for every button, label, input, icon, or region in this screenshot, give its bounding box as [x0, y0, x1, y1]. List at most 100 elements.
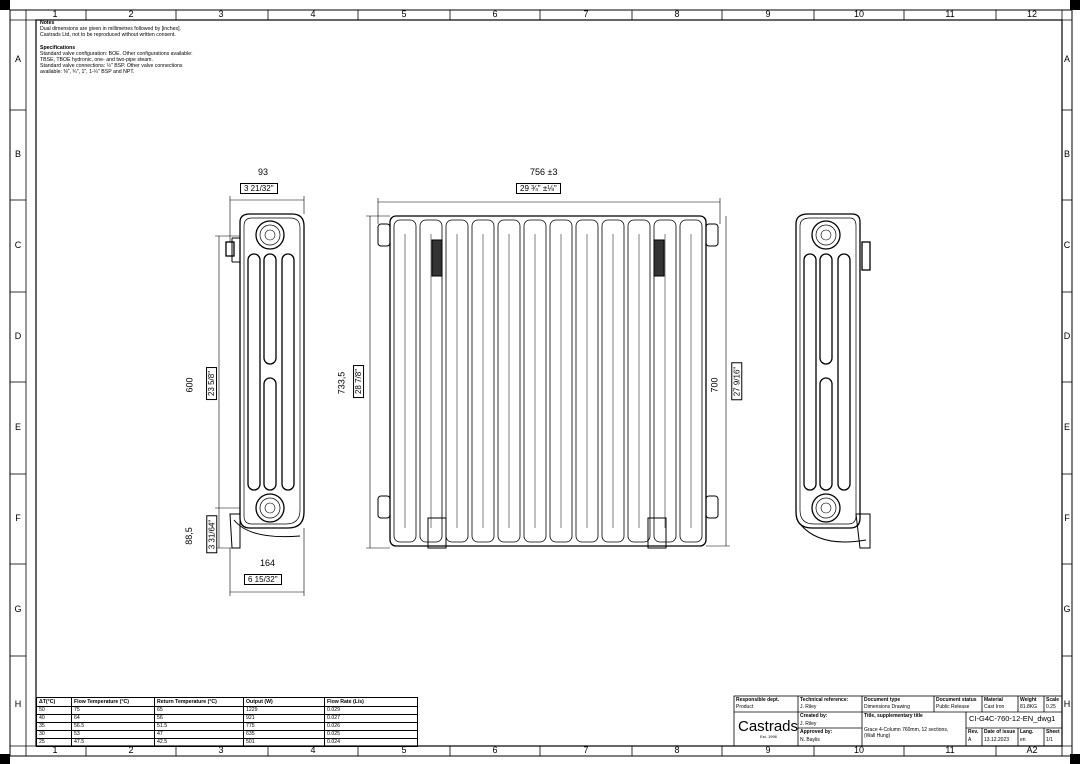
rev: A	[968, 737, 972, 743]
table-cell: 50	[36, 706, 72, 715]
radiator-section	[497, 219, 521, 543]
zone-column-label: 11	[945, 745, 955, 755]
spec-line: TBSE, TBOE hydronic, one- and two-pipe s…	[40, 57, 153, 64]
date-label: Date of issue	[984, 729, 1016, 735]
bottom-offset-in: 3 31/64"	[206, 515, 218, 554]
drawing-number: CI-G4C-760-12-EN_dwg1	[969, 714, 1056, 723]
front-view	[377, 215, 719, 549]
title-line1: Grace 4-Column 760mm, 12 sections,	[864, 727, 949, 733]
table-cell: 47	[154, 730, 244, 739]
spec-line: Standard valve connections: ½" BSP. Othe…	[40, 63, 183, 70]
doc-type-label: Document type	[864, 697, 901, 703]
weight-label: Weight	[1020, 697, 1037, 703]
zone-column-label: 5	[401, 9, 407, 19]
spec-line: Standard valve configuration: BOE. Other…	[40, 50, 193, 57]
doc-type: Dimensions Drawing	[864, 704, 910, 710]
table-cell: 47.5	[71, 738, 155, 747]
zone-column-label: 6	[492, 9, 498, 19]
table-cell: 30	[36, 730, 72, 739]
zone-row-label: D	[1063, 331, 1071, 341]
scale-label: Scale	[1046, 697, 1060, 703]
radiator-section	[445, 219, 469, 543]
notes-line: Castrads Ltd, not to be reproduced witho…	[40, 32, 176, 39]
responsible-dept-label: Responsible dept.	[736, 697, 780, 703]
zone-row-label: B	[14, 149, 21, 159]
zone-column-label: 2	[128, 745, 134, 755]
responsible-dept: Product	[736, 704, 754, 710]
created-by-label: Created by:	[800, 713, 828, 719]
radiator-section	[679, 219, 703, 543]
zone-column-label: 9	[765, 9, 771, 19]
table-cell: 56	[154, 714, 244, 723]
side-width-mm: 164	[260, 558, 276, 568]
zone-row-label: A	[14, 54, 21, 64]
technical-ref: J. Riley	[800, 704, 817, 710]
table-cell: 0.026	[324, 722, 418, 731]
title-label: Title, supplementary title	[864, 713, 923, 719]
zone-column-label: 8	[674, 745, 680, 755]
table-cell: 65	[154, 706, 244, 715]
zone-column-label: 2	[128, 9, 134, 19]
header-delta-t: ΔT(°C)	[36, 697, 72, 707]
castrads-est: Est. 1996	[760, 734, 777, 739]
table-cell: 53	[71, 730, 155, 739]
scale: 0.25	[1046, 704, 1056, 710]
table-cell: 921	[243, 714, 325, 723]
zone-column-label: 5	[401, 745, 407, 755]
table-cell: 501	[243, 738, 325, 747]
radiator-section	[575, 219, 599, 543]
zone-row-label: C	[14, 240, 22, 250]
approved-by-label: Approved by:	[800, 729, 833, 735]
zone-row-label: A	[1063, 54, 1070, 64]
header-return-temp: Return Temperature (°C)	[154, 697, 244, 707]
front-width-in: 29 ¾" ±⅛"	[516, 183, 561, 194]
performance-table: ΔT(°C) Flow Temperature (°C) Return Temp…	[36, 697, 418, 747]
front-total-height-in: 28 7/8"	[353, 364, 365, 399]
table-header-row: ΔT(°C) Flow Temperature (°C) Return Temp…	[36, 697, 418, 707]
zone-row-label: G	[14, 604, 22, 614]
approved-by: N. Baylis	[800, 737, 820, 743]
created-by: J. Riley	[800, 721, 817, 727]
sheet: 1/1	[1046, 737, 1053, 743]
zone-row-label: F	[15, 513, 21, 523]
zone-column-label: 3	[218, 9, 224, 19]
lang: en	[1020, 737, 1026, 743]
front-section-height-mm: 700	[709, 377, 720, 393]
zone-column-label: 7	[583, 9, 589, 19]
zone-column-label: 7	[583, 745, 589, 755]
zone-row-label: E	[14, 422, 21, 432]
radiator-section	[549, 219, 573, 543]
header-flow-rate: Flow Rate (L/s)	[324, 697, 418, 707]
zone-column-label: 9	[765, 745, 771, 755]
table-cell: 0.024	[324, 738, 418, 747]
front-section-height-in: 27 9/16"	[731, 362, 743, 401]
zone-column-label: 4	[310, 9, 316, 19]
radiator-section	[627, 219, 651, 543]
title-line2: (Wall Hung)	[864, 733, 891, 739]
table-cell: 42.5	[154, 738, 244, 747]
zone-column-label: 10	[853, 745, 864, 755]
zone-column-label: 11	[945, 9, 955, 19]
notes-block: Notes Dual dimensions are given in milli…	[40, 20, 240, 76]
side-view-right	[795, 213, 871, 549]
front-total-height-mm: 733,5	[336, 371, 347, 395]
table-cell: 35	[36, 722, 72, 731]
sheet-label: Sheet	[1046, 729, 1060, 735]
side-view-left	[225, 213, 305, 549]
castrads-logo: Castrads	[738, 718, 799, 735]
table-cell: 0.029	[324, 706, 418, 715]
doc-status: Public Release	[936, 704, 970, 710]
table-cell: 775	[243, 722, 325, 731]
lang-label: Lang.	[1020, 729, 1034, 735]
table-cell: 0.027	[324, 714, 418, 723]
table-cell: 75	[71, 706, 155, 715]
table-cell: 635	[243, 730, 325, 739]
side-depth-in: 3 21/32"	[240, 183, 278, 194]
front-width-mm: 756 ±3	[530, 167, 558, 177]
zone-row-label: H	[1063, 699, 1071, 709]
table-cell: 25	[36, 738, 72, 747]
radiator-section	[653, 219, 677, 543]
